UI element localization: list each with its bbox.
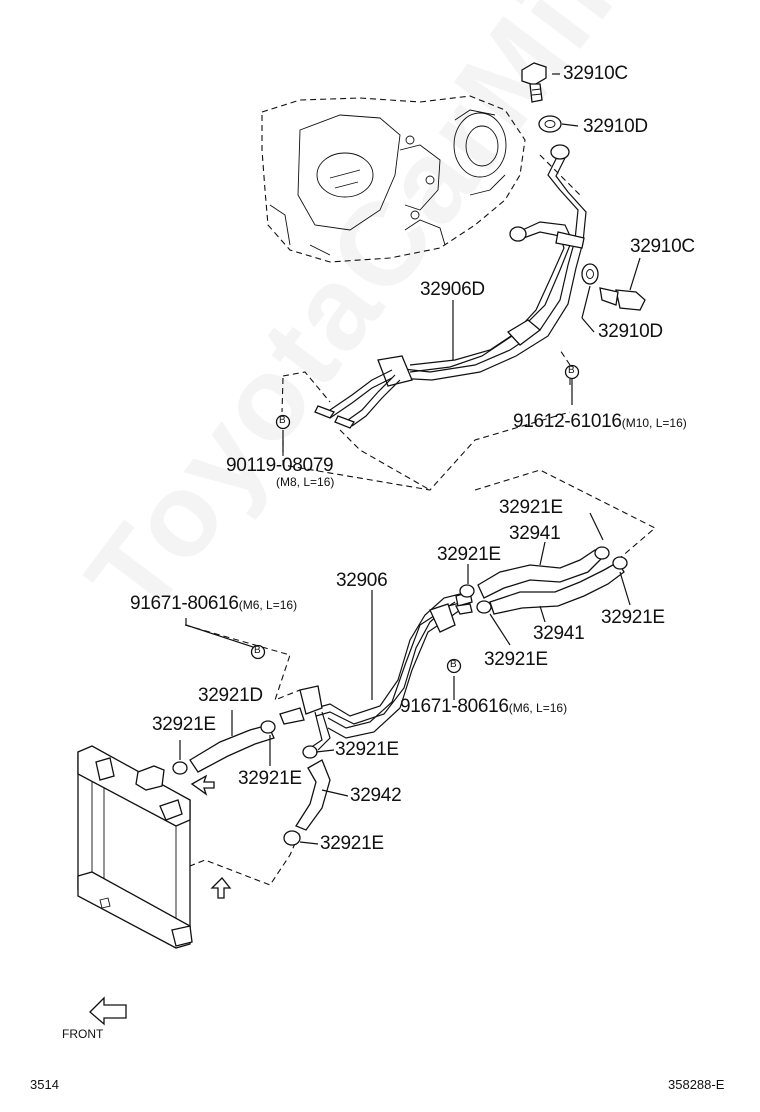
oil-cooler-tube-32906 [279,591,473,751]
transmission-housing [261,95,526,263]
leader-lines [179,73,641,845]
label-32921D: 32921D [198,685,263,706]
hose-32942 [283,745,331,846]
airflow-arrow-2 [210,877,232,899]
marker-b-2: B [279,415,286,426]
label-32910D-top: 32910D [583,116,648,137]
part-number: 91671-80616 [400,696,509,717]
label-32942: 32942 [350,785,402,806]
label-32921E-b: 32921E [437,544,501,565]
label-90119-08079: 90119-08079 [226,455,334,476]
front-arrow-icon [89,996,127,1026]
bolt-32910C-top [521,62,547,103]
label-32921E-a: 32921E [499,497,563,518]
gasket-32910D-mid [581,263,599,285]
part-spec: (M6, L=16) [508,701,568,715]
label-32921E-h: 32921E [320,833,384,854]
label-32941-a: 32941 [509,523,561,544]
label-32921E-g: 32921E [238,768,302,789]
label-32906D: 32906D [420,279,485,300]
radiator [77,745,193,949]
label-32910C-mid: 32910C [630,236,695,257]
airflow-arrow-1 [190,774,215,796]
label-32921E-f: 32921E [335,739,399,760]
label-32921E-c: 32921E [601,607,665,628]
marker-b-4: B [450,659,457,670]
label-32906: 32906 [336,570,388,591]
label-32910C-top: 32910C [563,63,628,84]
footer-left-code: 3514 [30,1077,59,1092]
part-spec: (M10, L=16) [621,416,687,430]
gasket-32910D-top [538,115,562,133]
part-spec: (M6, L=16) [238,598,298,612]
hose-32941 [459,546,628,615]
label-32910D-mid: 32910D [598,321,663,342]
label-91612-61016: 91612-61016(M10, L=16) [513,412,687,431]
front-label: FRONT [62,1027,104,1041]
label-32921E-d: 32921E [484,649,548,670]
label-90119-spec: (M8, L=16) [276,475,335,489]
part-number: 91612-61016 [513,411,622,432]
label-91671-80616-a: 91671-80616(M6, L=16) [130,594,297,613]
label-91671-80616-b: 91671-80616(M6, L=16) [400,697,567,716]
bolt-32910C-mid [599,287,646,311]
label-32941-b: 32941 [533,623,585,644]
oil-cooler-tube-32906D [314,144,587,429]
marker-b-1: B [568,365,575,376]
marker-b-3: B [254,645,261,656]
part-number: 91671-80616 [130,593,239,614]
label-32921E-e: 32921E [152,714,216,735]
footer-right-code: 358288-E [668,1077,725,1092]
hose-32921D [172,720,276,775]
